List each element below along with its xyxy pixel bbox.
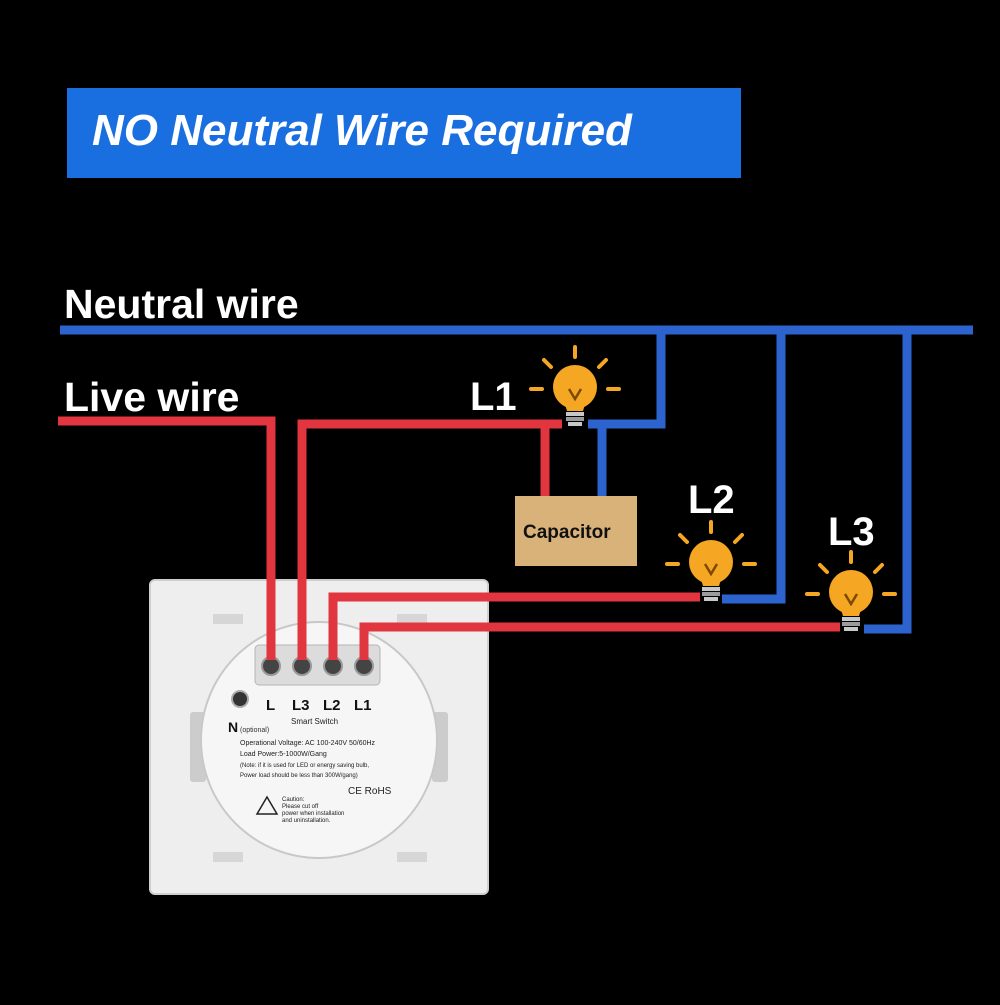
terminal-block bbox=[254, 644, 381, 686]
plate-clip-top-right bbox=[397, 614, 427, 624]
caution-line-4: and uninstallation. bbox=[282, 818, 331, 824]
n-optional-label: (optional) bbox=[240, 727, 269, 734]
caution-icon bbox=[255, 795, 279, 815]
spec-note-2: Power load should be less than 300W/gang… bbox=[240, 773, 358, 779]
bulb-icon-l2 bbox=[665, 520, 757, 601]
plate-clip-bottom-left bbox=[213, 852, 243, 862]
smart-switch-device: L L3 L2 L1 N (optional) Smart Switch Ope… bbox=[149, 579, 489, 895]
neutral-wires bbox=[60, 325, 973, 634]
spec-load: Load Power:5-1000W/Gang bbox=[240, 751, 327, 758]
l2-to-terminal-l2 bbox=[328, 592, 700, 660]
live-wires bbox=[58, 416, 840, 660]
spec-voltage: Operational Voltage: AC 100-240V 50/60Hz bbox=[240, 740, 376, 747]
n-terminal-hole bbox=[231, 690, 249, 708]
l1-to-terminal-l3 bbox=[297, 419, 562, 660]
terminal-label-l2: L2 bbox=[323, 697, 341, 714]
bulb-icon-l3 bbox=[805, 550, 897, 631]
capacitor-label: Capacitor bbox=[523, 522, 611, 543]
capacitor-box bbox=[515, 496, 637, 566]
caution-line-2: Please cut off bbox=[282, 804, 319, 810]
plate-clip-top-left bbox=[213, 614, 243, 624]
neutral-drop-l3 bbox=[864, 330, 912, 634]
bulb-icon-l1 bbox=[529, 345, 621, 426]
banner-title: NO Neutral Wire Required bbox=[92, 106, 633, 155]
live-to-terminal-l bbox=[58, 416, 276, 660]
live-wire-label: Live wire bbox=[64, 374, 239, 420]
caution-title: Caution: bbox=[282, 797, 305, 803]
l3-to-terminal-l1 bbox=[359, 622, 840, 660]
terminal-label-l: L bbox=[266, 697, 275, 714]
banner-box bbox=[67, 88, 741, 178]
load-label-l3: L3 bbox=[828, 510, 875, 554]
terminal-label-l3: L3 bbox=[292, 697, 310, 714]
load-label-l1: L1 bbox=[470, 375, 517, 419]
neutral-drop-l2 bbox=[722, 330, 786, 604]
neutral-wire-label: Neutral wire bbox=[64, 281, 299, 327]
terminal-label-l1: L1 bbox=[354, 697, 372, 714]
spec-note-1: (Note: if it is used for LED or energy s… bbox=[240, 763, 369, 769]
n-terminal-label: N bbox=[228, 719, 238, 735]
neutral-drop-l1 bbox=[588, 330, 666, 429]
load-label-l2: L2 bbox=[688, 478, 735, 522]
cert-marks: CE RoHS bbox=[348, 786, 392, 797]
caution-line-3: power when installation bbox=[282, 811, 344, 817]
plate-clip-bottom-right bbox=[397, 852, 427, 862]
device-name: Smart Switch bbox=[291, 717, 338, 726]
